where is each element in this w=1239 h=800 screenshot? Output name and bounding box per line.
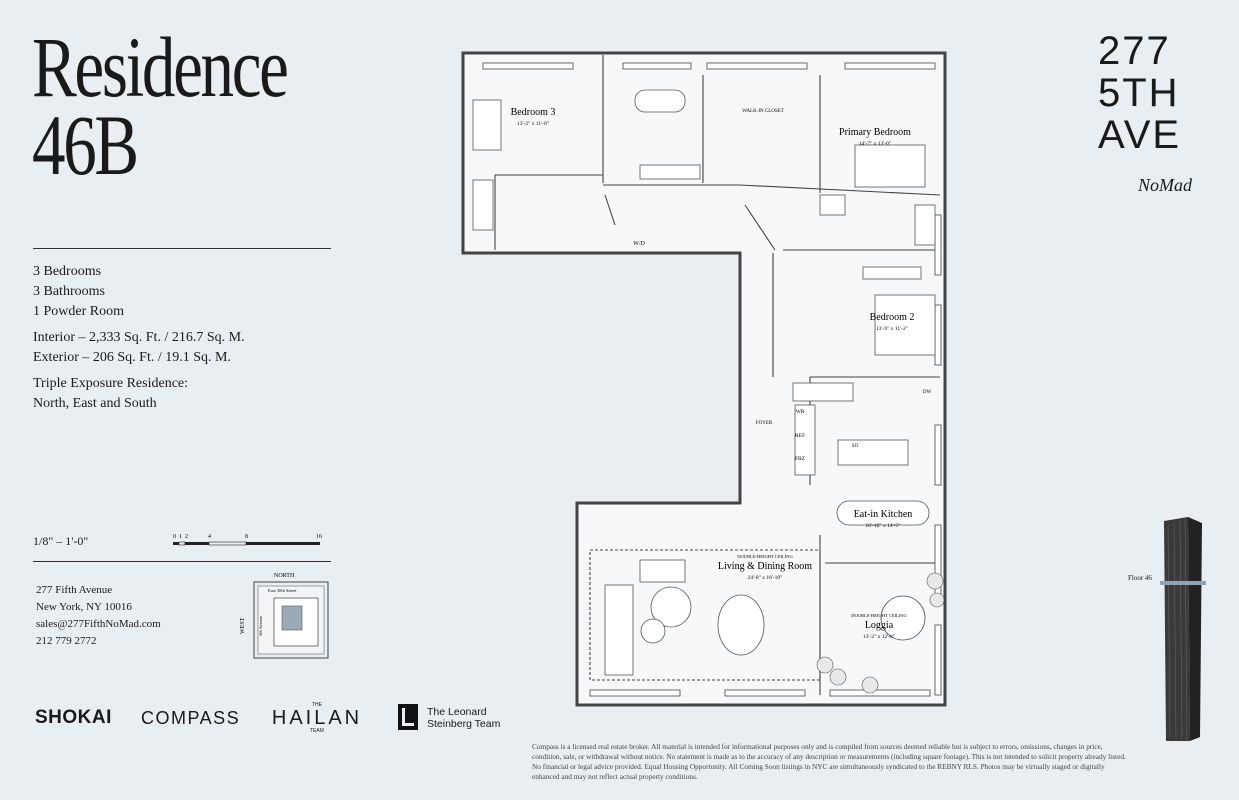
- address-line-1: 277 Fifth Avenue: [36, 584, 113, 596]
- label-primary-bedroom-dim: 14'-7" x 13'-0": [859, 141, 891, 147]
- street-label: East 30th Street: [268, 588, 297, 593]
- title-line-2: 46B: [32, 97, 139, 193]
- label-so: SO: [852, 444, 859, 449]
- label-eat-in-kitchen: Eat-in Kitchen: [854, 509, 913, 520]
- label-wr: WR: [796, 409, 805, 415]
- scale-tick-1: 1: [179, 534, 182, 540]
- brand-line-1: 277: [1098, 29, 1171, 73]
- page-title: Residence 46B: [32, 19, 289, 193]
- scale-tick-0: 0: [173, 534, 176, 540]
- unit-specs: 3 Bedrooms 3 Bathrooms 1 Powder Room Int…: [33, 262, 245, 414]
- label-primary-bedroom: Primary Bedroom: [839, 127, 911, 138]
- phone-number[interactable]: 212 779 2772: [36, 635, 97, 647]
- leonard-logo-text: The Leonard Steinberg Team: [427, 706, 500, 730]
- shokai-logo: SHOKAI: [35, 707, 112, 728]
- label-living-dining-dim: 24'-8" x 16'-10": [748, 575, 783, 581]
- label-dw: DW: [923, 390, 932, 395]
- email-link[interactable]: sales@277FifthNoMad.com: [36, 618, 161, 630]
- scale-tick-4: 4: [208, 534, 211, 540]
- title-line-1: Residence: [32, 19, 289, 115]
- hailan-top: THE: [312, 702, 322, 708]
- label-foyer: FOYER: [756, 421, 773, 426]
- address-line-2: New York, NY 10016: [36, 601, 132, 613]
- label-bedroom-2-dim: 13'-9" x 11'-2": [876, 326, 908, 332]
- scale-bar: 0 1 2 4 8 16: [173, 534, 322, 546]
- label-double-height-loggia: DOUBLE-HEIGHT CEILING: [851, 613, 907, 618]
- leonard-line-1: The Leonard: [427, 706, 487, 718]
- avenue-label: 5th Avenue: [258, 616, 263, 636]
- title-divider: [33, 248, 331, 249]
- legal-disclaimer: Compass is a licensed real estate broker…: [532, 742, 1126, 781]
- spec-exposure-directions: North, East and South: [33, 396, 157, 411]
- floor-46-marker: [1160, 581, 1206, 585]
- neighborhood-label: NoMad: [1138, 175, 1192, 195]
- leonard-logo-icon: [398, 704, 418, 730]
- scale-tick-16: 16: [316, 534, 322, 540]
- scale-tick-8: 8: [245, 534, 248, 540]
- west-label: WEST: [240, 617, 246, 634]
- leonard-line-2: Steinberg Team: [427, 718, 501, 730]
- scale-divider: [33, 561, 331, 562]
- spec-exterior: Exterior – 206 Sq. Ft. / 19.1 Sq. M.: [33, 350, 231, 365]
- label-living-dining: Living & Dining Room: [718, 561, 812, 572]
- building-brand: 277 5TH AVE: [1098, 30, 1181, 156]
- label-washer-dryer: W/D: [633, 241, 645, 247]
- spec-bathrooms: 3 Bathrooms: [33, 284, 105, 299]
- brand-line-2: 5TH: [1098, 71, 1180, 115]
- label-bedroom-3: Bedroom 3: [511, 107, 556, 118]
- building-elevation: [1160, 517, 1206, 741]
- hailan-bottom: TEAM: [310, 728, 324, 734]
- label-walk-in-closet: WALK-IN CLOSET: [742, 109, 784, 114]
- compass-logo: COMPASS: [141, 708, 241, 728]
- label-eat-in-kitchen-dim: 16'-10" x 14'-5": [866, 523, 901, 529]
- label-ref: REF: [795, 433, 805, 439]
- scale-tick-2: 2: [185, 534, 188, 540]
- hailan-name: HAILAN: [271, 707, 363, 729]
- north-label: NORTH: [274, 573, 295, 579]
- label-frz: FRZ: [795, 456, 806, 462]
- label-loggia-dim: 13'-2" x 12'-8": [863, 634, 895, 640]
- label-loggia: Loggia: [865, 620, 894, 631]
- label-bedroom-3-dim: 13'-2" x 11'-0": [517, 121, 549, 127]
- floor-plan: Bedroom 3 13'-2" x 11'-0" Primary Bedroo…: [461, 51, 947, 707]
- contact-info: 277 Fifth Avenue New York, NY 10016 sale…: [36, 582, 161, 650]
- floor-label: Floor 46: [1128, 574, 1152, 582]
- label-bedroom-2: Bedroom 2: [870, 312, 915, 323]
- label-double-height-living: DOUBLE-HEIGHT CEILING: [737, 554, 793, 559]
- brand-line-3: AVE: [1098, 113, 1182, 157]
- spec-interior: Interior – 2,333 Sq. Ft. / 216.7 Sq. M.: [33, 330, 245, 345]
- key-plan: NORTH WEST East 30th Street 5th Avenue: [240, 573, 329, 659]
- spec-powder-room: 1 Powder Room: [33, 304, 124, 319]
- spec-exposure: Triple Exposure Residence:: [33, 376, 189, 391]
- scale-label: 1/8" – 1'-0": [33, 534, 89, 548]
- hailan-logo: THE HAILAN TEAM: [270, 702, 364, 734]
- spec-bedrooms: 3 Bedrooms: [33, 264, 102, 279]
